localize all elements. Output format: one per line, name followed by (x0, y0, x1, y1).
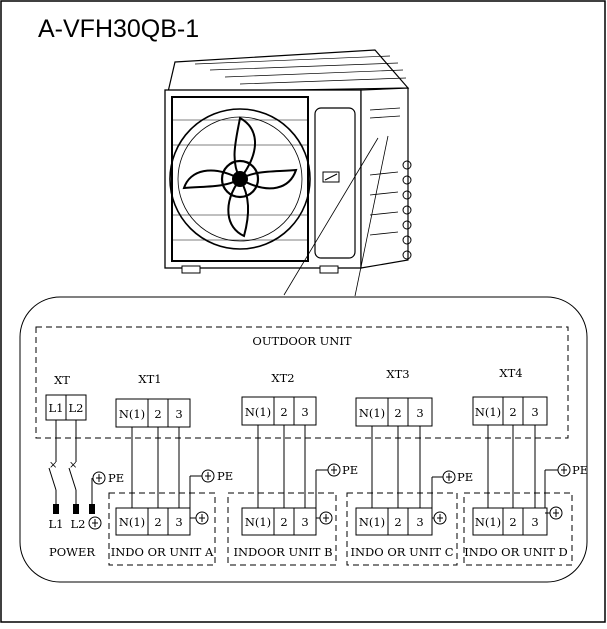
breaker-mark-1: × (49, 460, 57, 471)
xt2-terminal-3: 3 (301, 405, 308, 419)
circuit-d: XT4 N(1) 2 3 PE N(1) 2 3 INDO OR UNIT D (463, 366, 588, 566)
circuit-a: XT1 N(1) 2 3 PE N(1) 2 3 INDO OR UNIT A (108, 372, 233, 566)
unit-b-terminal-n: N(1) (245, 515, 271, 529)
pe-label-c: PE (457, 470, 473, 484)
xt1-terminal-2: 2 (154, 407, 161, 421)
indoor-unit-b-box (227, 492, 337, 566)
unit-d-terminal-3: 3 (531, 515, 538, 529)
power-pe-label: PE (108, 471, 124, 485)
xt2-terminal-2: 2 (280, 405, 287, 419)
xt3-terminal-n: N(1) (359, 406, 385, 420)
indoor-unit-a-box (108, 492, 216, 566)
power-label-l2: L2 (71, 517, 86, 531)
circuit-b: XT2 N(1) 2 3 PE N(1) 2 3 INDOOR UNIT B (227, 371, 358, 566)
xt1-terminal-n: N(1) (119, 407, 145, 421)
indoor-unit-c-box (346, 492, 458, 566)
unit-c-terminal-n: N(1) (359, 515, 385, 529)
pe-label-b: PE (342, 463, 358, 477)
power-label-l1: L1 (49, 517, 64, 531)
xt2-label: XT2 (271, 371, 294, 385)
unit-a-caption: INDO OR UNIT A (111, 545, 214, 559)
xt1-terminal-3: 3 (175, 407, 182, 421)
unit-a-terminal-n: N(1) (119, 515, 145, 529)
xt2-terminal-n: N(1) (245, 405, 271, 419)
unit-b-terminal-3: 3 (301, 515, 308, 529)
unit-d-caption: INDO OR UNIT D (464, 545, 568, 559)
detail-frame (19, 296, 588, 583)
unit-d-terminal-n: N(1) (475, 515, 501, 529)
xt4-terminal-3: 3 (531, 405, 538, 419)
xt-terminal-l2: L2 (69, 401, 84, 415)
pe-label-a: PE (217, 469, 233, 483)
xt4-terminal-2: 2 (509, 405, 516, 419)
indoor-unit-d-box (463, 492, 573, 566)
xt3-label: XT3 (386, 367, 409, 381)
xt-label: XT (54, 373, 70, 387)
pe-label-d: PE (572, 463, 588, 477)
power-caption: POWER (49, 545, 95, 559)
unit-a-terminal-3: 3 (175, 515, 182, 529)
xt3-terminal-3: 3 (416, 406, 423, 420)
xt-terminal-l1: L1 (49, 401, 64, 415)
unit-b-caption: INDOOR UNIT B (233, 545, 332, 559)
unit-c-terminal-2: 2 (394, 515, 401, 529)
xt4-terminal-n: N(1) (475, 405, 501, 419)
outdoor-unit-box (35, 326, 569, 439)
unit-b-terminal-2: 2 (280, 515, 287, 529)
outdoor-unit-illustration (164, 49, 412, 297)
breaker-mark-2: × (69, 460, 77, 471)
power-terminal-block: XT L1 L2 × × PE L1 L2 POWER (45, 373, 124, 559)
xt3-terminal-2: 2 (394, 406, 401, 420)
unit-c-caption: INDO OR UNIT C (350, 545, 453, 559)
circuit-c: XT3 N(1) 2 3 PE N(1) 2 3 INDO OR UNIT C (346, 367, 473, 566)
xt4-label: XT4 (499, 366, 522, 380)
xt1-label: XT1 (138, 372, 161, 386)
outdoor-unit-label: OUTDOOR UNIT (252, 334, 351, 348)
unit-c-terminal-3: 3 (416, 515, 423, 529)
model-title: A-VFH30QB-1 (38, 15, 199, 43)
unit-a-terminal-2: 2 (154, 515, 161, 529)
unit-d-terminal-2: 2 (509, 515, 516, 529)
